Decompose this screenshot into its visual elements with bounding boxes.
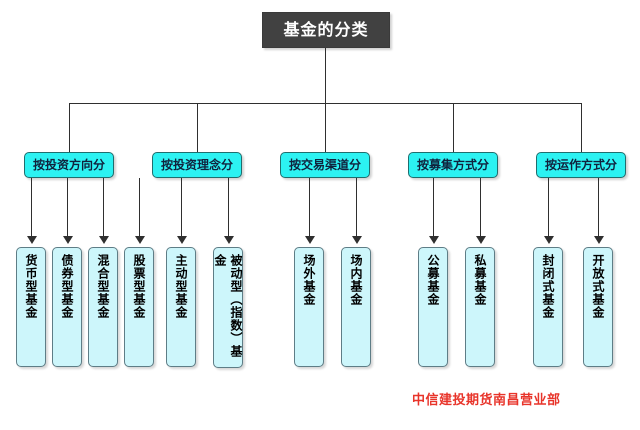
category-box-operation-method[interactable]: 按运作方式分: [536, 152, 626, 178]
category-label: 按投资理念分: [160, 158, 233, 172]
connector-bus-to-category-2: [197, 103, 198, 152]
connector-bus-to-category-4: [453, 103, 454, 152]
connector-arrow-line: [548, 178, 549, 238]
connector-arrow-line: [31, 178, 32, 238]
leaf-box-public-offering-fund[interactable]: 公募基金: [418, 247, 448, 367]
connector-arrow-line: [598, 178, 599, 238]
leaf-box-closed-end-fund[interactable]: 封闭式基金: [533, 247, 563, 367]
root-node-label: 基金的分类: [283, 20, 369, 39]
leaf-label: 场外基金: [302, 254, 316, 306]
leaf-label: 股票型基金: [132, 254, 146, 319]
leaf-box-open-end-fund[interactable]: 开放式基金: [583, 247, 613, 367]
connector-arrow-head: [135, 236, 145, 244]
connector-arrow-head: [224, 236, 234, 244]
connector-arrow-line: [181, 178, 182, 238]
connector-arrow-head: [177, 236, 187, 244]
connector-root-trunk: [325, 48, 326, 103]
connector-arrow-line: [356, 178, 357, 238]
connector-arrow-head: [429, 236, 439, 244]
connector-arrow-head: [476, 236, 486, 244]
leaf-box-bond-fund[interactable]: 债券型基金: [52, 247, 82, 367]
leaf-box-equity-fund[interactable]: 股票型基金: [124, 247, 154, 367]
connector-arrow-line: [139, 178, 140, 238]
category-box-investment-philosophy[interactable]: 按投资理念分: [152, 152, 242, 178]
connector-arrow-head: [63, 236, 73, 244]
leaf-label: 私募基金: [473, 254, 487, 306]
leaf-box-active-fund[interactable]: 主动型基金: [166, 247, 196, 367]
connector-arrow-line: [309, 178, 310, 238]
leaf-label: 货币型基金: [24, 254, 38, 319]
leaf-label: 开放式基金: [591, 254, 605, 319]
category-label: 按交易渠道分: [288, 158, 361, 172]
leaf-label: 公募基金: [426, 254, 440, 306]
category-box-trading-channel[interactable]: 按交易渠道分: [280, 152, 370, 178]
leaf-box-money-market-fund[interactable]: 货币型基金: [16, 247, 46, 367]
connector-arrow-head: [305, 236, 315, 244]
footer-branch-name: 中信建投期货南昌营业部: [412, 393, 561, 408]
connector-arrow-head: [594, 236, 604, 244]
connector-arrow-line: [480, 178, 481, 238]
root-node-fund-classification: 基金的分类: [262, 12, 390, 48]
connector-arrow-head: [27, 236, 37, 244]
leaf-label: 主动型基金: [174, 254, 188, 319]
connector-bus-to-category-5: [581, 103, 582, 152]
leaf-box-private-fund[interactable]: 私募基金: [465, 247, 495, 367]
leaf-label: 封闭式基金: [541, 254, 555, 319]
connector-bus-to-category-3: [325, 103, 326, 152]
category-label: 按投资方向分: [32, 158, 105, 172]
category-box-investment-direction[interactable]: 按投资方向分: [24, 152, 114, 178]
leaf-label: 债券型基金: [60, 254, 74, 319]
category-box-fundraising-method[interactable]: 按募集方式分: [408, 152, 498, 178]
leaf-box-passive-index-fund[interactable]: 被动型（指数）基金: [213, 247, 243, 368]
connector-arrow-line: [433, 178, 434, 238]
category-label: 按募集方式分: [416, 158, 489, 172]
leaf-label: 被动型（指数）基金: [213, 254, 243, 358]
leaf-label: 场内基金: [349, 254, 363, 306]
connector-arrow-head: [544, 236, 554, 244]
category-label: 按运作方式分: [544, 158, 617, 172]
leaf-box-hybrid-fund[interactable]: 混合型基金: [88, 247, 118, 367]
connector-arrow-head: [352, 236, 362, 244]
connector-arrow-line: [103, 178, 104, 238]
connector-arrow-line: [228, 178, 229, 238]
leaf-box-otc-fund[interactable]: 场外基金: [294, 247, 324, 367]
leaf-label: 混合型基金: [96, 254, 110, 319]
leaf-box-exchange-traded-fund[interactable]: 场内基金: [341, 247, 371, 367]
connector-arrow-head: [99, 236, 109, 244]
connector-bus-to-category-1: [69, 103, 70, 152]
connector-arrow-line: [67, 178, 68, 238]
